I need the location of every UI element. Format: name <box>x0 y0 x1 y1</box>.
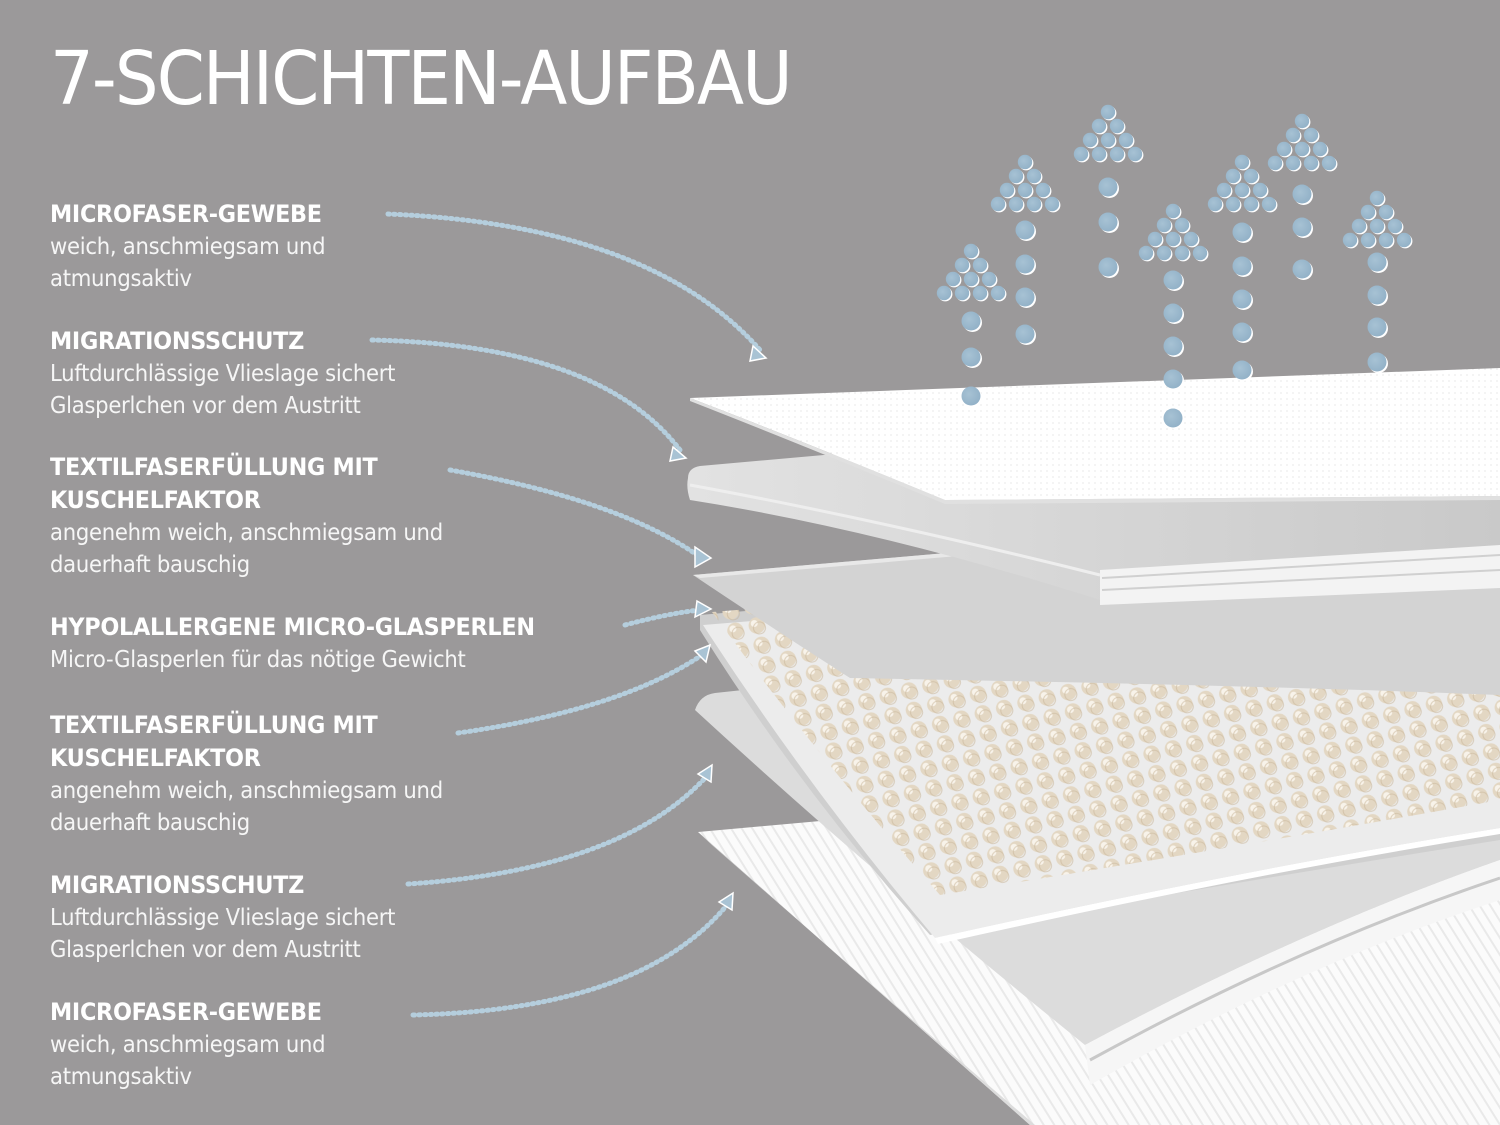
layer-label-3: TEXTILFASERFÜLLUNG MIT KUSCHELFAKTOR ang… <box>50 451 477 581</box>
layer-description: angenehm weich, anschmiegsam und <box>50 520 443 546</box>
layer-description: weich, anschmiegsam und <box>50 234 326 260</box>
layer-label-1: MICROFASER-GEWEBE weich, anschmiegsam un… <box>50 198 349 295</box>
layer-description: Luftdurchlässige Vlieslage sichert <box>50 361 396 387</box>
layer-heading: MICROFASER-GEWEBE <box>50 200 322 228</box>
page-title: 7-SCHICHTEN-AUFBAU <box>50 36 793 122</box>
layer-heading: MIGRATIONSSCHUTZ <box>50 871 305 899</box>
layer-description: dauerhaft bauschig <box>50 552 250 578</box>
layer-label-6: MIGRATIONSSCHUTZ Luftdurchlässige Vliesl… <box>50 869 425 966</box>
layer-description: Glasperlchen vor dem Austritt <box>50 393 361 419</box>
layer-heading: MIGRATIONSSCHUTZ <box>50 327 305 355</box>
layer-description: atmungsaktiv <box>50 1064 192 1090</box>
layer-label-2: MIGRATIONSSCHUTZ Luftdurchlässige Vliesl… <box>50 325 425 422</box>
layer-description: Luftdurchlässige Vlieslage sichert <box>50 905 396 931</box>
layer-heading: MICROFASER-GEWEBE <box>50 998 322 1026</box>
layer-label-4: HYPOLALLERGENE MICRO-GLASPERLEN Micro-Gl… <box>50 611 571 676</box>
layer-label-5: TEXTILFASERFÜLLUNG MIT KUSCHELFAKTOR ang… <box>50 709 477 839</box>
layer-description: angenehm weich, anschmiegsam und <box>50 778 443 804</box>
layer-heading: HYPOLALLERGENE MICRO-GLASPERLEN <box>50 613 535 641</box>
dotted-arrowhead-icons <box>669 344 768 912</box>
layer-microfaser-top <box>690 368 1500 504</box>
layer-description: atmungsaktiv <box>50 266 192 292</box>
layer-description: Glasperlchen vor dem Austritt <box>50 937 361 963</box>
layer-heading: TEXTILFASERFÜLLUNG MIT <box>50 711 378 739</box>
layer-description: dauerhaft bauschig <box>50 810 250 836</box>
layer-heading-line2: KUSCHELFAKTOR <box>50 486 261 514</box>
layer-heading-line2: KUSCHELFAKTOR <box>50 744 261 772</box>
layer-description: weich, anschmiegsam und <box>50 1032 326 1058</box>
layer-heading: TEXTILFASERFÜLLUNG MIT <box>50 453 378 481</box>
layer-description: Micro-Glasperlen für das nötige Gewicht <box>50 647 466 673</box>
dotted-arrow-icon <box>369 211 763 1018</box>
layer-label-7: MICROFASER-GEWEBE weich, anschmiegsam un… <box>50 996 349 1093</box>
